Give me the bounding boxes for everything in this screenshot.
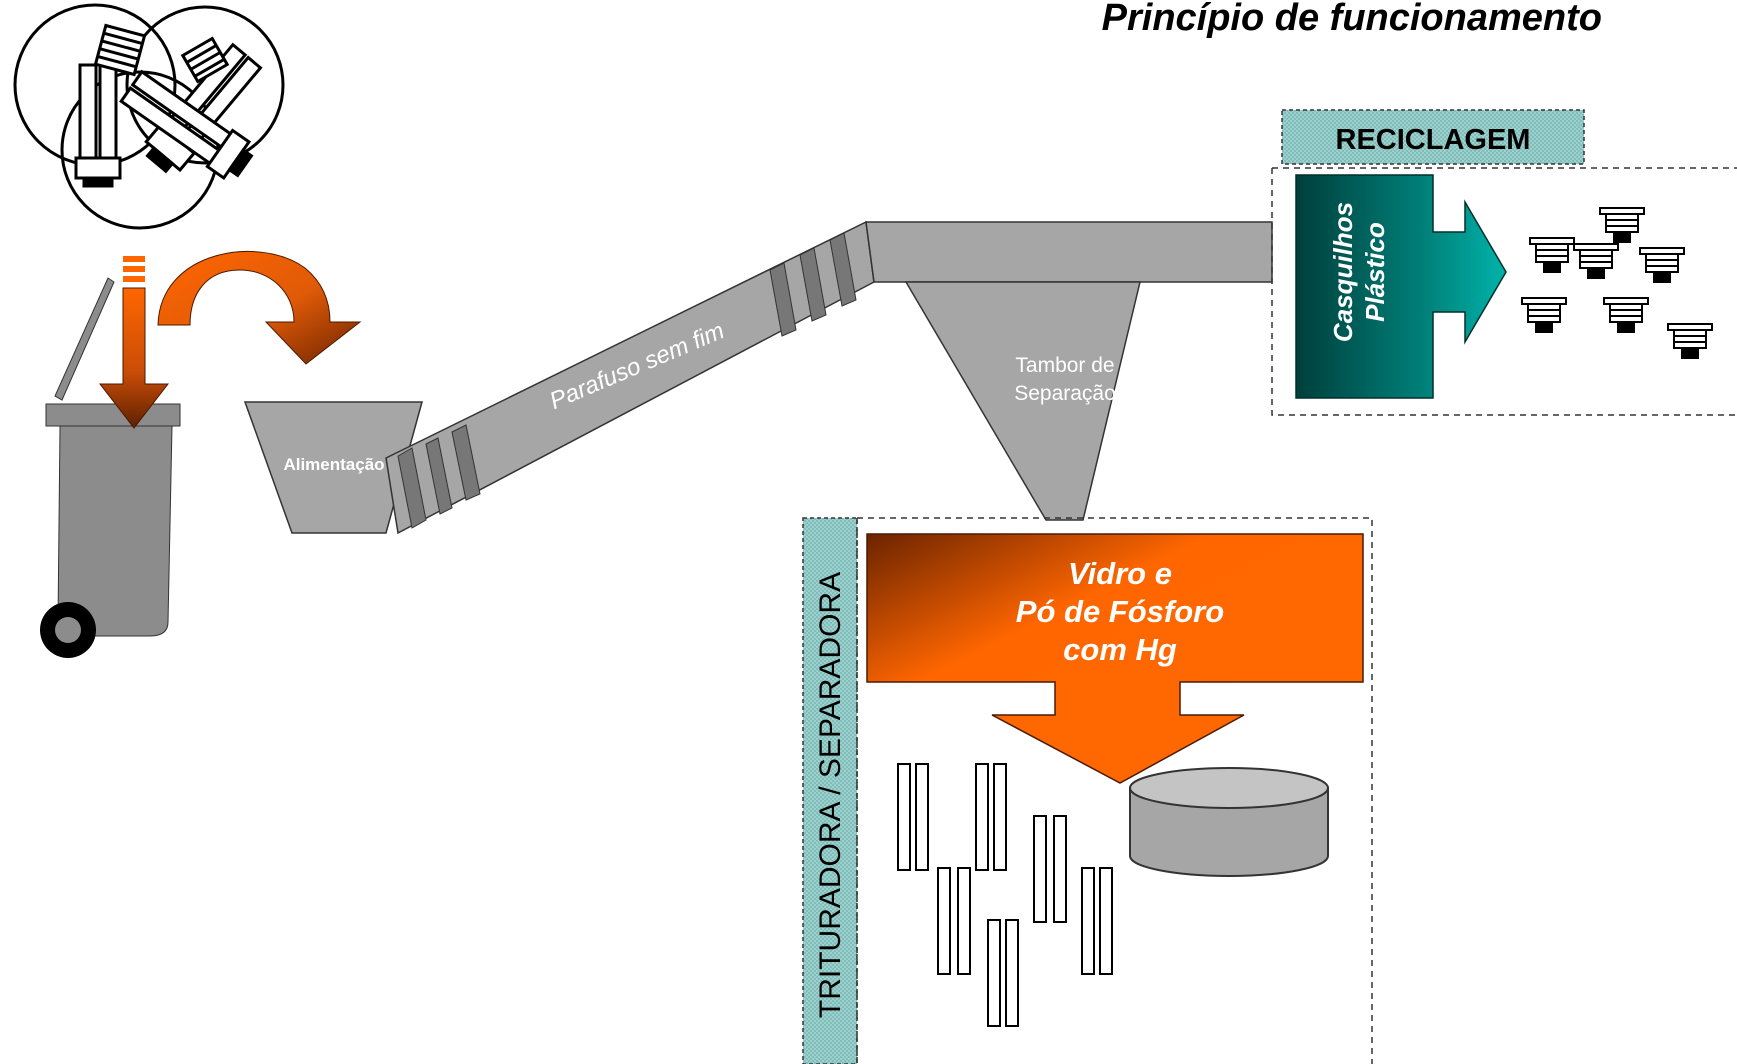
- glass-piece: [915, 763, 929, 871]
- glass-piece: [1033, 815, 1047, 923]
- lamps-pile-icon: [13, 3, 285, 230]
- drop-arrow-icon: [98, 256, 170, 429]
- glass-piece: [993, 763, 1007, 871]
- lamp-cap-icon: [1639, 247, 1685, 283]
- recycling-title: RECICLAGEM: [1336, 124, 1531, 156]
- lamp-cap-icon: [1521, 297, 1567, 333]
- transfer-arrow-icon: [157, 250, 362, 365]
- caps-label-line1: Casquilhos: [1328, 202, 1358, 342]
- recycling-tab: [1281, 109, 1585, 165]
- lamp-cap-icon: [1667, 323, 1713, 359]
- glass-piece: [1081, 867, 1095, 975]
- lamp-cap-icon: [1573, 243, 1619, 279]
- glass-piece: [975, 763, 989, 871]
- horizontal-duct: [865, 221, 1273, 283]
- glass-label-line3: com Hg: [1063, 632, 1177, 667]
- caps-arrow: [1295, 174, 1507, 399]
- crusher-frame: [856, 517, 1373, 1064]
- glass-piece: [937, 867, 951, 975]
- page-title: Princípio de funcionamento: [1102, 0, 1602, 39]
- waste-bin-icon: [40, 277, 181, 658]
- feeder-label: Alimentação: [283, 455, 384, 474]
- glass-piece: [1005, 919, 1019, 1027]
- glass-phosphor-arrow: [866, 533, 1364, 784]
- powder-container: [1129, 767, 1329, 877]
- glass-pieces-group: [897, 763, 1113, 1027]
- drum-label-line2: Separação: [1014, 382, 1116, 405]
- glass-label-line1: Vidro e: [1068, 556, 1172, 591]
- glass-piece: [987, 919, 1001, 1027]
- lamp-cap-icon: [1603, 297, 1649, 333]
- lamp-cap-icon: [1599, 207, 1645, 243]
- glass-piece: [897, 763, 911, 871]
- glass-piece: [1053, 815, 1067, 923]
- crusher-title: TRITURADORA / SEPARADORA: [814, 572, 847, 1018]
- glass-piece: [957, 867, 971, 975]
- separation-drum: [904, 281, 1141, 521]
- drum-label-line1: Tambor de: [1015, 354, 1114, 377]
- feeder-hopper: [243, 401, 423, 534]
- glass-label-line2: Pó de Fósforo: [1016, 594, 1224, 629]
- screw-conveyor: [385, 220, 875, 535]
- lamp-caps-group: [1521, 207, 1713, 359]
- caps-label-line2: Plástico: [1360, 222, 1390, 322]
- lamp-cap-icon: [1529, 237, 1575, 273]
- recycling-frame: [1271, 167, 1737, 416]
- glass-piece: [1099, 867, 1113, 975]
- crusher-tab: [802, 517, 858, 1064]
